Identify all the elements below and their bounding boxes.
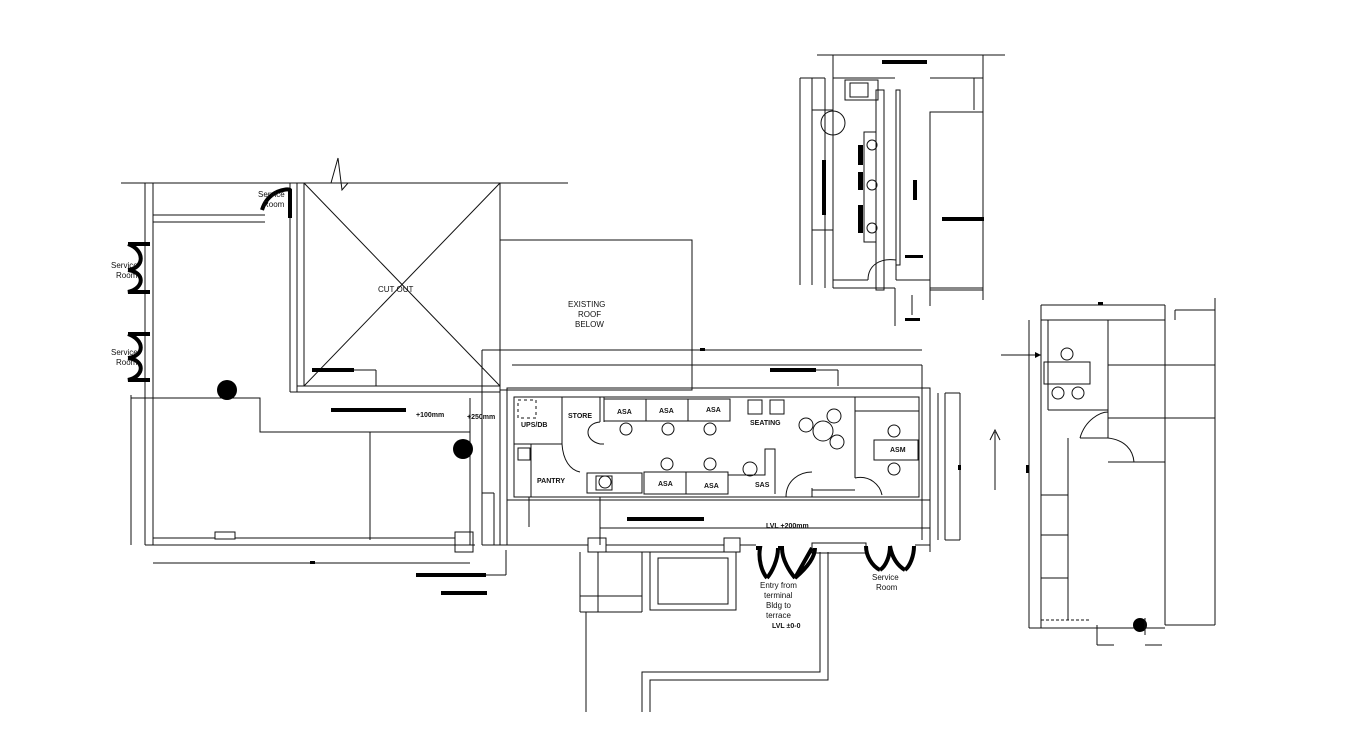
service-door-icon [864,545,916,572]
service-room-label: Service [258,190,285,199]
level-label: +250mm [467,414,495,421]
left-wing [121,157,693,595]
service-room-label: Service [872,573,899,582]
cut-out-label: CUT OUT [378,285,414,294]
service-room-label: Room [876,583,898,592]
room-label-store: STORE [568,413,592,420]
desk-label-asa: ASA [617,409,632,416]
service-room-label: Service [111,261,138,270]
desk-label-asa: ASA [704,483,719,490]
room-label-pantry: PANTRY [537,478,565,485]
round-table [812,420,834,442]
entry-label: terminal [764,591,793,600]
entry-label: terrace [766,611,791,620]
desk-label-sas: SAS [755,482,770,489]
service-door-icon [127,332,150,382]
level-label: +100mm [416,412,444,419]
level-label: LVL +200mm [766,523,809,530]
entry-label: Bldg to [766,601,791,610]
level-label: LVL ±0-0 [772,623,801,630]
service-room-label: Room [116,358,138,367]
service-door-icon [127,242,150,294]
right-plan [989,298,1216,646]
entry-door-icon [756,546,817,580]
main-office [482,348,961,712]
service-room-label: Service [111,348,138,357]
entry-label: Entry from [760,581,797,590]
existing-roof-label: BELOW [575,320,604,329]
service-room-label: Room [116,271,138,280]
room-label-seating: SEATING [750,420,781,427]
cabin-label-asm: ASM [890,447,906,454]
room-label-ups-db: UPS/DB [521,422,547,429]
existing-roof-label: ROOF [578,310,601,319]
service-room-label: Room [263,200,285,209]
service-door-icon [260,187,292,218]
desk-label-asa: ASA [658,481,673,488]
column-marker [217,380,237,400]
chair-icon [598,408,901,489]
desk-label-asa: ASA [706,407,721,414]
text-labels: Service Room Service Room Service Room C… [111,190,906,630]
existing-roof-label: EXISTING [568,300,605,309]
column-marker [1133,618,1147,632]
upper-right-plan [799,54,1005,326]
column-marker [453,439,473,459]
desk-label-asa: ASA [659,408,674,415]
